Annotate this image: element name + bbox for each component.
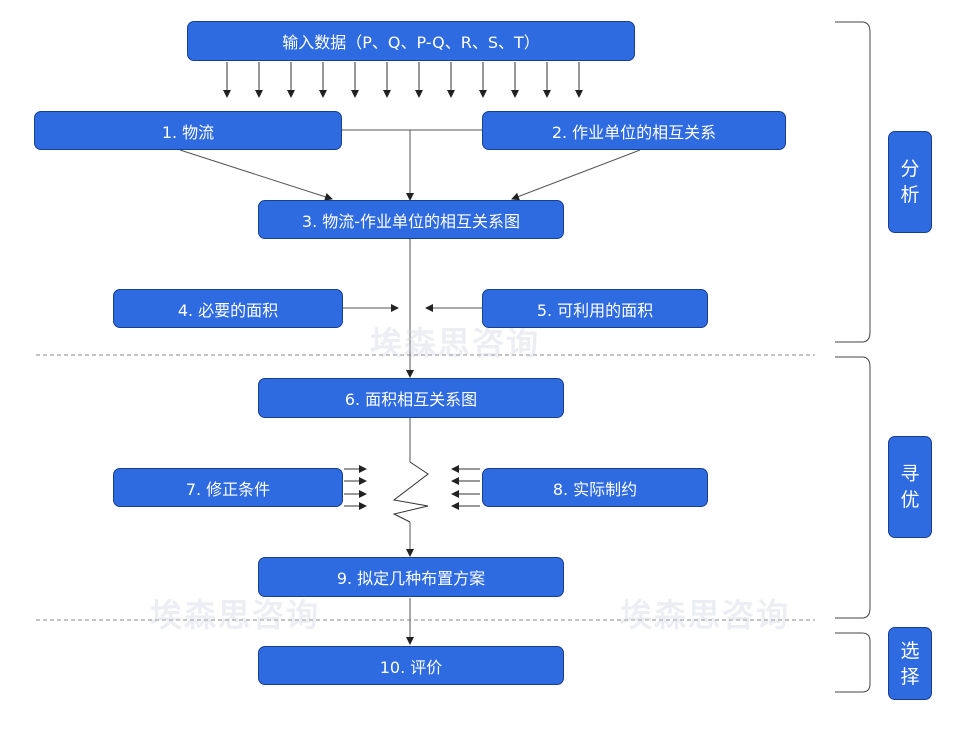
arrows-7-in: [344, 465, 367, 510]
input-data-box: 输入数据（P、Q、P-Q、R、S、T）: [187, 21, 635, 61]
step-8-box: 8. 实际制约: [482, 468, 708, 507]
phase-analysis: 分析: [888, 131, 932, 233]
brace-optimize: [835, 356, 871, 619]
brace-analysis: [835, 21, 871, 343]
step-2-box: 2. 作业单位的相互关系: [482, 111, 786, 150]
phase-select-label: 选择: [900, 639, 920, 688]
step-5-box: 5. 可利用的面积: [482, 289, 708, 328]
arrow-1-to-3: [179, 149, 333, 201]
input-arrows: [223, 62, 583, 98]
step-4-box: 4. 必要的面积: [113, 289, 343, 328]
step-9-box: 9. 拟定几种布置方案: [258, 557, 564, 597]
phase-optimize-label: 寻优: [900, 463, 920, 511]
arrows-8-in: [451, 465, 480, 510]
step-10-box: 10. 评价: [258, 646, 564, 685]
step-6-box: 6. 面积相互关系图: [258, 378, 564, 418]
step-3-box: 3. 物流-作业单位的相互关系图: [258, 200, 564, 239]
arrow-2-to-3: [511, 149, 641, 201]
zigzag-spring: [392, 461, 429, 523]
step-1-box: 1. 物流: [34, 111, 342, 150]
phase-optimize: 寻优: [888, 436, 932, 538]
phase-select: 选择: [888, 627, 932, 700]
step-7-box: 7. 修正条件: [113, 468, 343, 507]
phase-analysis-label: 分析: [900, 158, 920, 206]
brace-select: [835, 632, 871, 693]
